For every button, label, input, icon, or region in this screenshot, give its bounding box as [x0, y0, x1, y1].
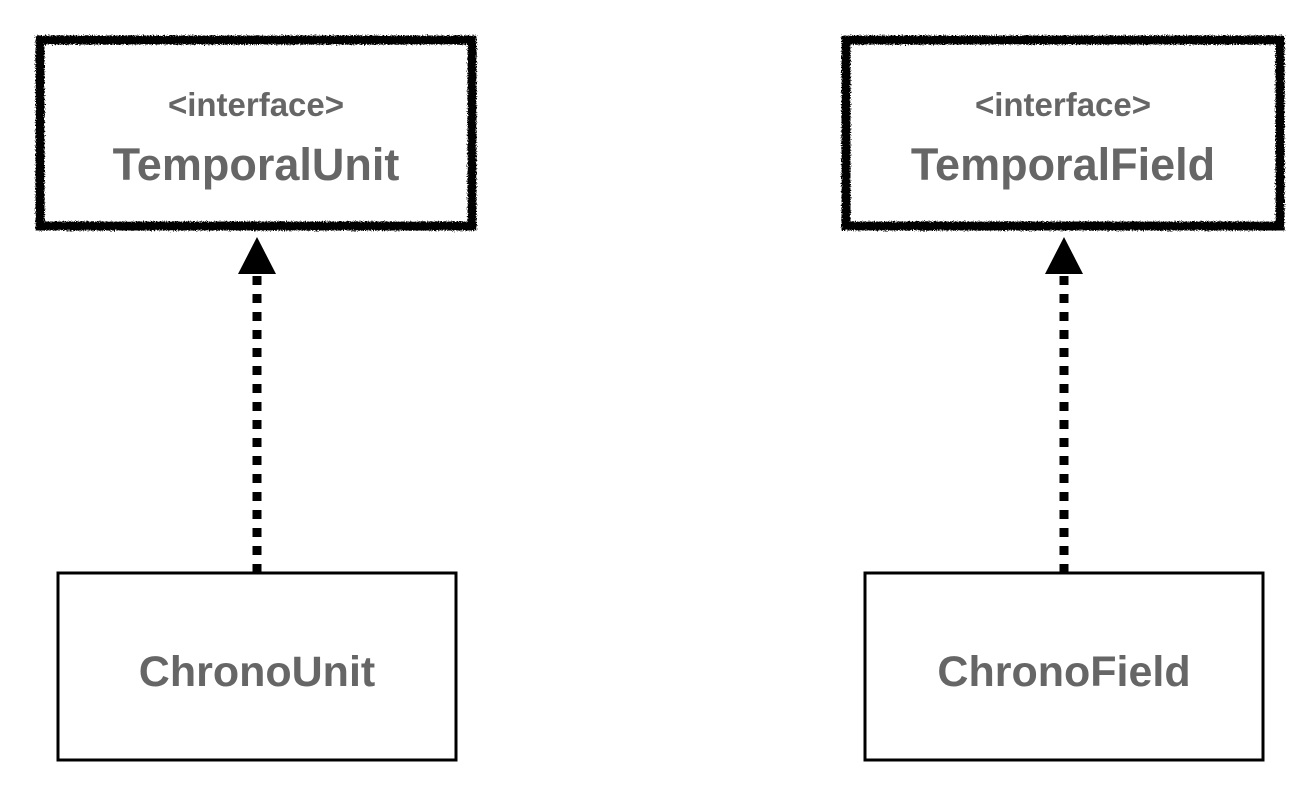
class-border — [56, 571, 458, 762]
class-border — [863, 571, 1265, 762]
class-name-label: ChronoField — [937, 648, 1190, 696]
interface-border — [35, 35, 477, 231]
class-box-chrono-unit: ChronoUnit — [56, 571, 458, 762]
interface-name-label: TemporalUnit — [113, 139, 400, 190]
interface-box-temporal-field: <interface> TemporalField — [841, 35, 1285, 231]
interface-stereotype-label: <interface> — [168, 86, 344, 123]
interface-stereotype-label: <interface> — [975, 86, 1151, 123]
arrowhead-icon — [238, 237, 276, 274]
interface-border — [841, 35, 1285, 231]
class-name-label: ChronoUnit — [139, 648, 375, 696]
realization-arrow-field — [1045, 237, 1083, 573]
class-box-chrono-field: ChronoField — [863, 571, 1265, 762]
interface-name-label: TemporalField — [911, 139, 1215, 190]
realization-arrow-unit — [238, 237, 276, 573]
arrowhead-icon — [1045, 237, 1083, 274]
interface-box-temporal-unit: <interface> TemporalUnit — [35, 35, 477, 231]
